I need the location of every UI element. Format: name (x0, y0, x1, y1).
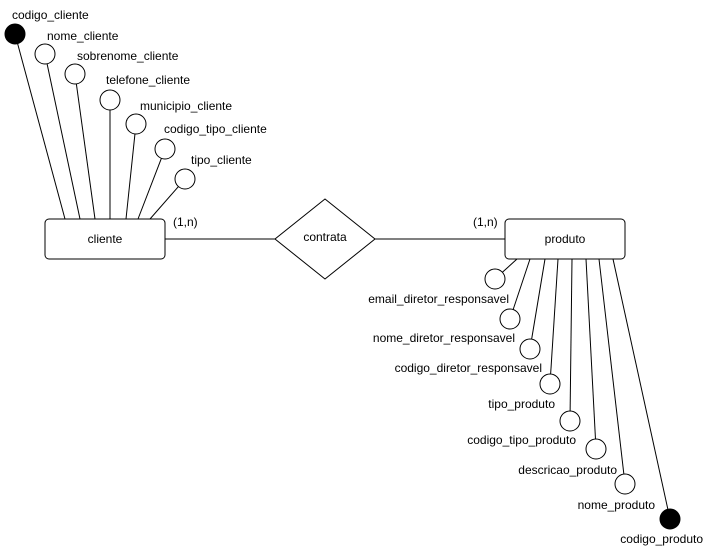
attribute-codigo-tipo-produto[interactable]: codigo_tipo_produto (467, 410, 581, 447)
attribute-label: municipio_cliente (140, 99, 232, 113)
cardinality-produto: (1,n) (473, 215, 498, 229)
attribute-link-nome-produto (598, 258, 625, 475)
attribute-icon[interactable] (64, 63, 86, 85)
attribute-label: nome_diretor_responsavel (373, 331, 515, 345)
attribute-nome-diretor-responsavel[interactable]: nome_diretor_responsavel (373, 308, 521, 345)
attribute-link-codigo-cliente (17, 43, 66, 220)
cliente-attribute-links (17, 43, 179, 220)
produto-attribute-links (502, 258, 669, 510)
attribute-link-tipo-cliente (149, 186, 179, 220)
attribute-descricao-produto[interactable]: descricao_produto (518, 438, 617, 477)
attribute-label: tipo_cliente (191, 153, 252, 167)
cardinality-cliente: (1,n) (173, 215, 198, 229)
attribute-tipo-cliente[interactable]: tipo_cliente (174, 153, 252, 190)
entity-produto-box[interactable] (504, 218, 626, 260)
attribute-icon[interactable] (34, 43, 56, 65)
attribute-codigo-produto[interactable]: codigo_produto (620, 508, 703, 546)
relationship-contrata-label: contrata (303, 230, 347, 244)
attribute-municipio-cliente[interactable]: municipio_cliente (125, 99, 232, 135)
attribute-label: codigo_tipo_produto (467, 433, 576, 447)
attribute-icon[interactable] (519, 338, 541, 360)
attribute-email-diretor-responsavel[interactable]: email_diretor_responsavel (368, 268, 509, 306)
key-attribute-icon[interactable] (4, 23, 26, 45)
attribute-link-codigo-tipo-produto (569, 258, 573, 412)
attribute-label: tipo_produto (488, 397, 555, 411)
attribute-label: codigo_produto (620, 532, 703, 546)
attribute-label: codigo_diretor_responsavel (395, 361, 542, 375)
attribute-icon[interactable] (614, 473, 636, 495)
attribute-codigo-tipo-cliente[interactable]: codigo_tipo_cliente (154, 122, 267, 160)
attribute-nome-produto[interactable]: nome_produto (578, 473, 656, 512)
attribute-label: descricao_produto (518, 463, 617, 477)
attribute-tipo-produto[interactable]: tipo_produto (488, 373, 561, 411)
attribute-label: codigo_tipo_cliente (164, 122, 267, 136)
attribute-icon[interactable] (484, 268, 506, 290)
attribute-codigo-diretor-responsavel[interactable]: codigo_diretor_responsavel (395, 338, 542, 375)
attribute-label: sobrenome_cliente (77, 49, 179, 63)
relationship-contrata[interactable]: contrata (274, 198, 376, 280)
attribute-label: nome_produto (578, 498, 656, 512)
produto-attributes: email_diretor_responsavel nome_diretor_re… (368, 268, 703, 546)
attribute-icon[interactable] (559, 410, 581, 432)
attribute-sobrenome-cliente[interactable]: sobrenome_cliente (64, 49, 179, 85)
attribute-link-codigo-diretor-responsavel (531, 258, 546, 340)
attribute-label: codigo_cliente (12, 8, 89, 22)
attribute-link-descricao-produto (585, 258, 596, 440)
entity-cliente-label: cliente (88, 232, 123, 246)
attribute-nome-cliente[interactable]: nome_cliente (34, 29, 119, 65)
entity-cliente-box[interactable] (44, 218, 166, 260)
attribute-label: nome_cliente (47, 29, 119, 43)
attribute-telefone-cliente[interactable]: telefone_cliente (99, 73, 190, 111)
key-attribute-icon[interactable] (659, 508, 681, 530)
attribute-icon[interactable] (154, 138, 176, 160)
attribute-link-sobrenome-cliente (75, 83, 96, 220)
attribute-link-email-diretor-responsavel (502, 258, 518, 273)
attribute-link-nome-cliente (46, 63, 81, 220)
attribute-link-nome-diretor-responsavel (512, 258, 531, 310)
attribute-link-codigo-produto (612, 258, 669, 510)
attribute-icon[interactable] (174, 168, 196, 190)
attribute-label: email_diretor_responsavel (368, 292, 509, 306)
entity-cliente[interactable]: cliente (44, 218, 166, 260)
attribute-icon[interactable] (539, 373, 561, 395)
attribute-icon[interactable] (585, 438, 607, 460)
entity-produto-label: produto (545, 232, 586, 246)
attribute-codigo-cliente[interactable]: codigo_cliente (4, 8, 89, 45)
relationship-contrata-diamond[interactable] (274, 198, 376, 280)
attribute-link-codigo-tipo-cliente (137, 158, 162, 220)
attribute-label: telefone_cliente (106, 73, 190, 87)
attribute-icon[interactable] (99, 89, 121, 111)
cliente-attributes: codigo_cliente nome_cliente sobrenome_clie… (4, 8, 267, 190)
attribute-link-tipo-produto (550, 258, 559, 375)
attribute-icon[interactable] (499, 308, 521, 330)
attribute-icon[interactable] (125, 113, 147, 135)
entity-produto[interactable]: produto (504, 218, 626, 260)
attribute-link-municipio-cliente (125, 133, 136, 220)
